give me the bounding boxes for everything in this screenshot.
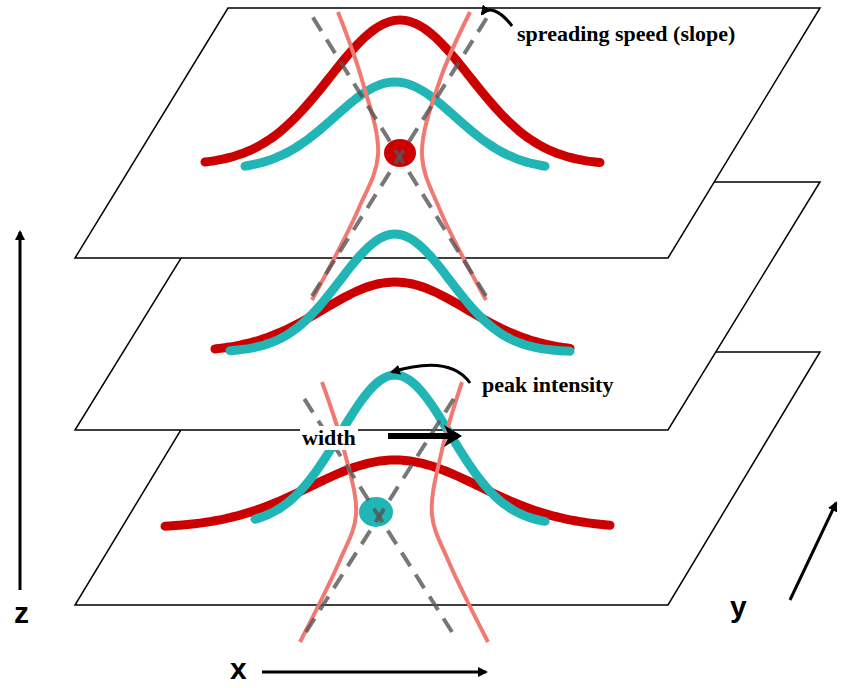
asymptote — [312, 16, 488, 296]
annotation-label: peak intensity — [480, 373, 615, 397]
z-axis — [19, 232, 22, 590]
asymptote — [312, 16, 486, 296]
width-arrow — [388, 433, 458, 439]
axis-label: x — [228, 652, 249, 685]
plane — [75, 8, 820, 258]
peak-arrow — [392, 366, 470, 383]
gaussian-profile — [230, 234, 570, 351]
asymptote — [300, 392, 452, 632]
axis-label: z — [12, 596, 31, 629]
beam-edge — [312, 12, 378, 300]
slope-arrow — [482, 10, 512, 26]
beam-edge — [300, 382, 356, 642]
gaussian-profile — [245, 82, 545, 166]
beam-edge — [432, 382, 488, 642]
axis-label: y — [728, 590, 749, 623]
gaussian-profile — [165, 460, 610, 526]
annotation-label: spreading speed (slope) — [515, 22, 737, 46]
x-axis — [262, 671, 486, 674]
annotation-label: width — [300, 426, 358, 450]
y-axis — [790, 503, 836, 600]
beam-edge — [422, 12, 486, 300]
